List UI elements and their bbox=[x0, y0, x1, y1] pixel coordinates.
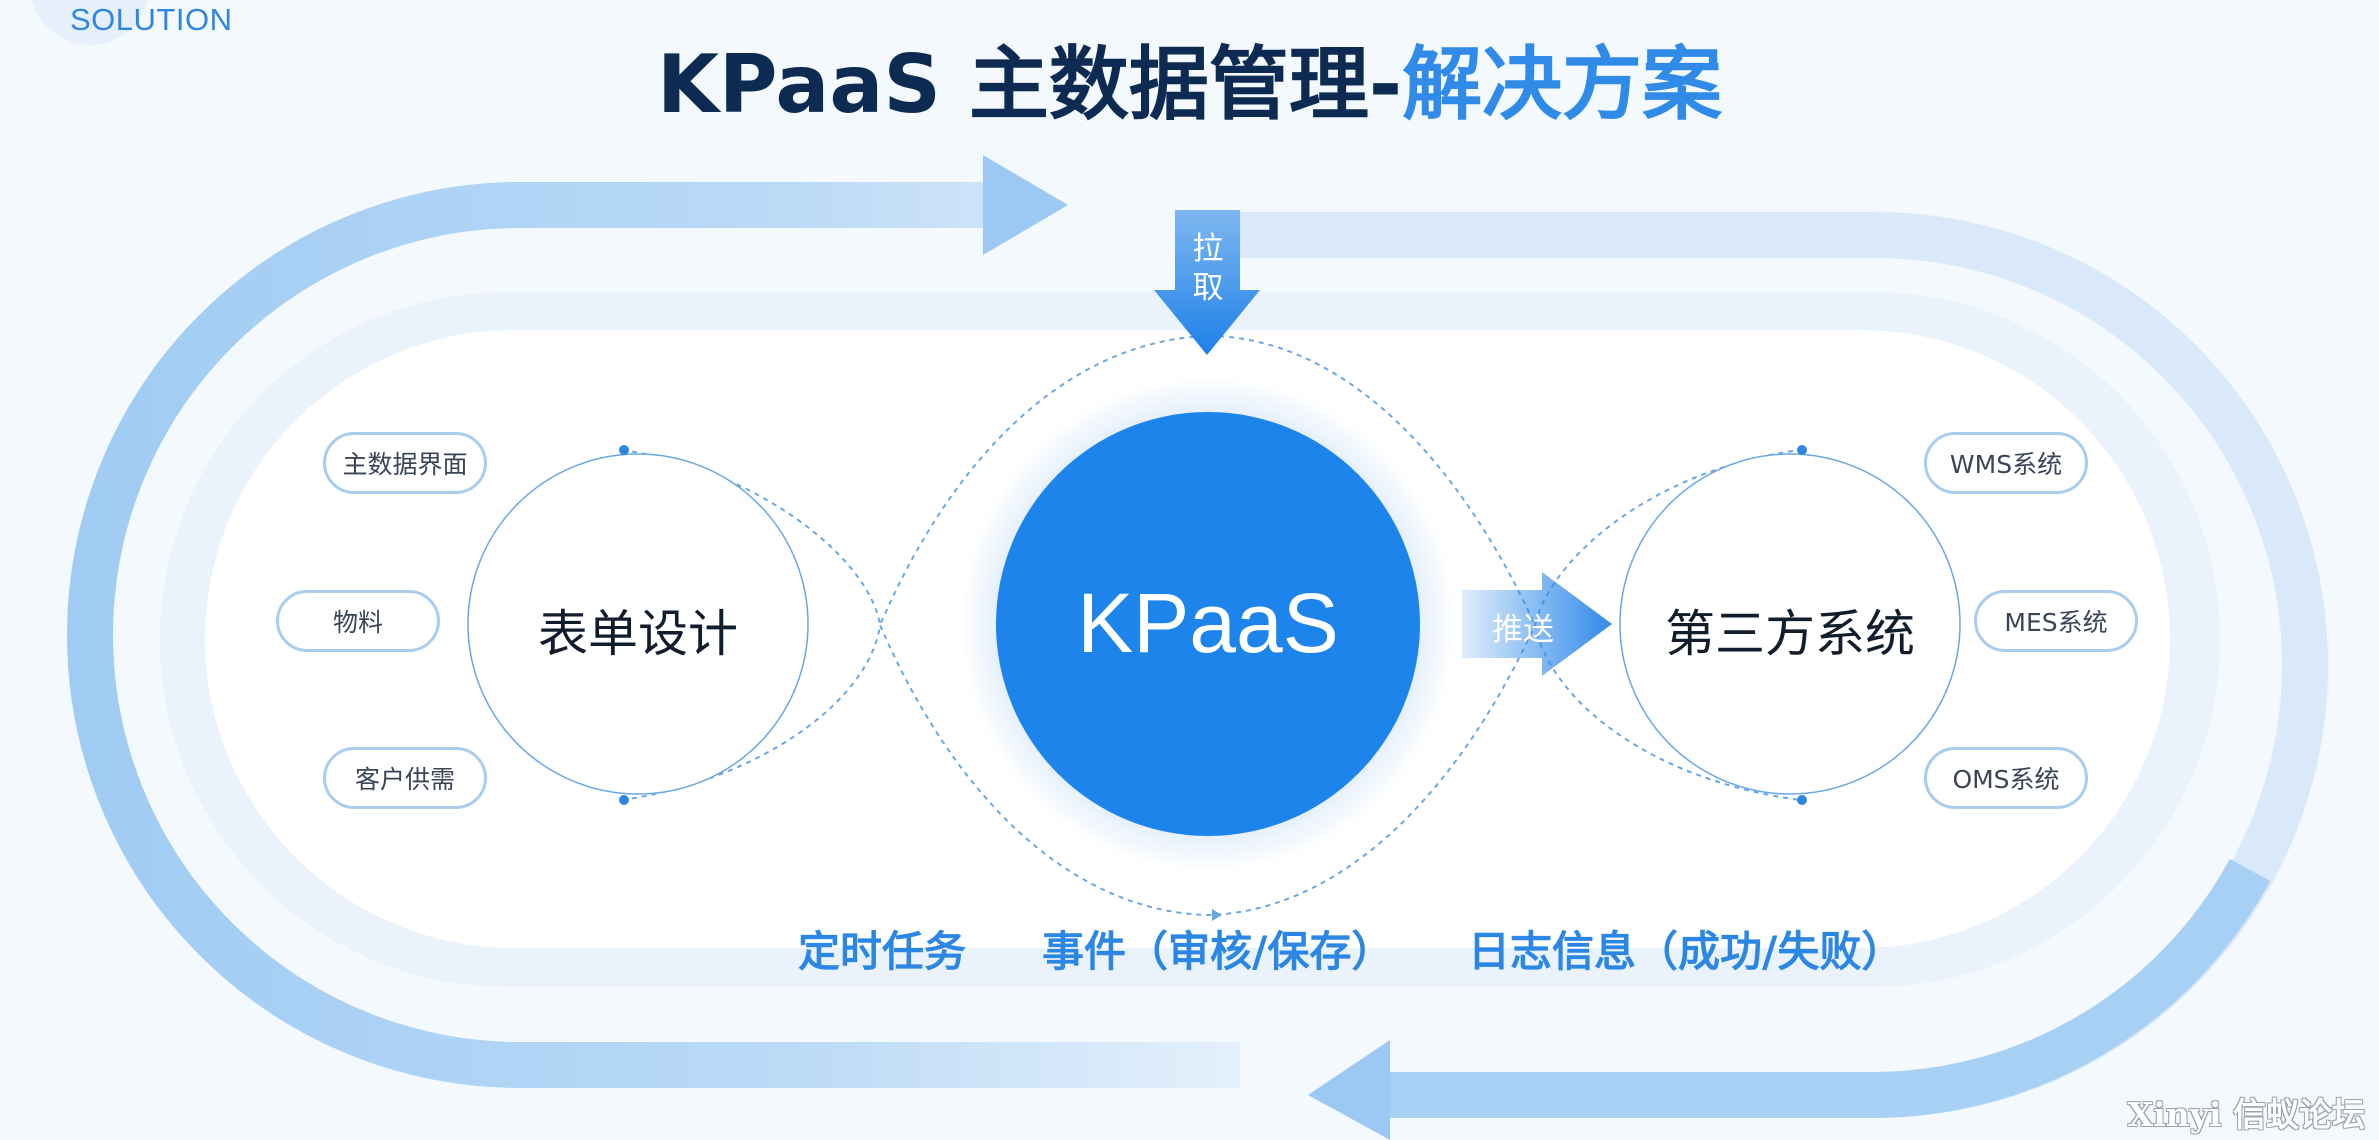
watermark: Xinyi 信蚁论坛 bbox=[2127, 1095, 2365, 1134]
flow-arrowhead bbox=[1212, 909, 1222, 921]
pull-arrow-icon bbox=[1154, 210, 1260, 355]
pill-oms: OMS系统 bbox=[1924, 747, 2088, 809]
loop-arrow-top-icon bbox=[67, 182, 1240, 1088]
core-circle bbox=[996, 412, 1420, 836]
bottom-label-log-info: 日志信息（成功/失败） bbox=[1468, 927, 1904, 976]
loop-arrow-top-head bbox=[983, 155, 1068, 255]
pill-mes: MES系统 bbox=[1974, 590, 2138, 652]
push-label: 推送 bbox=[1492, 612, 1554, 648]
bottom-label-scheduled-task: 定时任务 bbox=[798, 927, 967, 976]
flow-curve-lower bbox=[621, 621, 1801, 917]
left-ring-dot-bottom bbox=[619, 795, 629, 805]
right-ring bbox=[1619, 453, 1961, 795]
right-ring-dot-top bbox=[1797, 445, 1807, 455]
pill-master-data-ui: 主数据界面 bbox=[323, 432, 487, 494]
bottom-label-event: 事件（审核/保存） bbox=[1042, 927, 1394, 976]
pill-material: 物料 bbox=[276, 590, 440, 652]
pull-label: 拉取 bbox=[1192, 231, 1224, 306]
title-highlight: 解决方案 bbox=[1402, 38, 1723, 131]
left-node-label: 表单设计 bbox=[538, 605, 738, 663]
page-title: KPaaS 主数据管理-解决方案 bbox=[0, 20, 2379, 136]
left-ring-dot-top bbox=[619, 445, 629, 455]
loop-arrow-bottom-band bbox=[1380, 859, 2271, 1118]
pill-wms: WMS系统 bbox=[1924, 432, 2088, 494]
left-ring bbox=[467, 453, 809, 795]
right-ring-dot-bottom bbox=[1797, 795, 1807, 805]
solution-tag: SOLUTION bbox=[70, 2, 233, 37]
flow-curve-upper bbox=[621, 334, 1801, 629]
title-main: KPaaS 主数据管理- bbox=[656, 38, 1403, 131]
pill-customer-supply: 客户供需 bbox=[323, 747, 487, 809]
core-node-label: KPaaS bbox=[1077, 576, 1339, 670]
right-node-label: 第三方系统 bbox=[1665, 605, 1915, 663]
loop-arrow-bottom-head bbox=[1308, 1040, 1390, 1140]
push-arrow-icon bbox=[1462, 572, 1612, 676]
